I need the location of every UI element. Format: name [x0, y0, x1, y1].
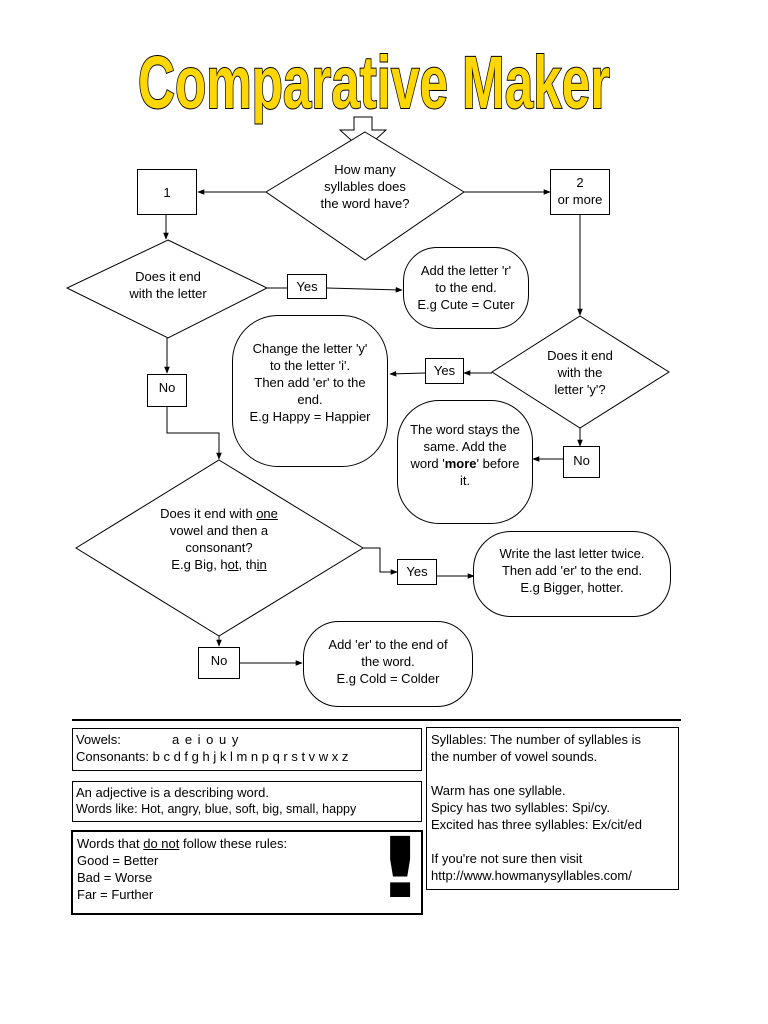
syllable-example: Spicy has two syllables: Spi/cy.	[431, 800, 610, 815]
vowels-consonants-box: Vowels:a e i o u y Consonants: b c d f g…	[72, 728, 422, 771]
question-example: E.g Big, hot, thin	[171, 557, 267, 572]
rule-line: Add the letter 'r'	[420, 263, 512, 278]
question-line: Does it end with one	[160, 506, 278, 521]
rule-line: end.	[297, 392, 323, 407]
exception-item: Good = Better	[77, 853, 159, 868]
answer-line: or more	[557, 192, 603, 207]
question-line: Does it end	[135, 269, 201, 284]
question-line: with the	[557, 365, 603, 380]
question-cvc: Does it end with one vowel and then a co…	[129, 505, 309, 573]
exceptions-box: Words that do not follow these rules: Go…	[71, 826, 426, 915]
answer-two-or-more: 2 or more	[550, 169, 610, 215]
answer-one-syllable: 1	[137, 169, 197, 215]
adjective-definition: An adjective is a describing word.	[76, 785, 269, 800]
page-title: Comparative Maker	[138, 41, 610, 124]
question-line: consonant?	[185, 540, 253, 555]
rule-line: E.g Bigger, hotter.	[520, 580, 624, 595]
question-line: with the letter	[129, 286, 207, 301]
no-label-letter: No	[147, 374, 187, 407]
syllables-definition: Syllables: The number of syllables is	[431, 732, 642, 747]
yes-label-change-y: Yes	[425, 358, 464, 384]
question-line: syllables does	[324, 179, 406, 194]
rule-use-more: The word stays the same. Add the word 'm…	[397, 400, 533, 524]
yes-label-add-r: Yes	[287, 274, 327, 299]
question-line: Does it end	[547, 348, 613, 363]
syllables-definition: the number of vowel sounds.	[431, 749, 598, 764]
rule-line: same. Add the	[423, 439, 507, 454]
rule-line: Then add 'er' to the	[254, 375, 366, 390]
adjective-examples: Words like: Hot, angry, blue, soft, big,…	[76, 802, 357, 816]
rule-line: Write the last letter twice.	[499, 546, 645, 561]
rule-line: Change the letter 'y'	[252, 341, 368, 356]
exception-item: Bad = Worse	[77, 870, 153, 885]
adjective-box: An adjective is a describing word. Words…	[72, 781, 422, 822]
syllables-box: Syllables: The number of syllables is th…	[426, 727, 679, 890]
rule-add-er: Add 'er' to the end of the word. E.g Col…	[303, 621, 473, 707]
rule-line: E.g Happy = Happier	[249, 409, 371, 424]
rule-change-y: Change the letter 'y' to the letter 'i'.…	[232, 315, 388, 467]
syllable-example: Excited has three syllables: Ex/cit/ed	[431, 817, 642, 832]
exception-item: Far = Further	[77, 887, 154, 902]
no-label-y: No	[563, 446, 600, 478]
rule-line: E.g Cold = Colder	[336, 671, 440, 686]
title-banner: Comparative Maker	[137, 40, 611, 125]
no-label-cvc: No	[198, 647, 240, 679]
diamond-syllables	[265, 131, 465, 261]
rule-line: E.g Cute = Cuter	[417, 297, 515, 312]
question-syllables: How many syllables does the word have?	[300, 161, 430, 212]
rule-line: it.	[459, 473, 471, 488]
answer-line: 2	[576, 175, 584, 190]
syllables-website-link[interactable]: http://www.howmanysyllables.com/	[431, 868, 632, 883]
question-line: How many	[334, 162, 396, 177]
diamond-end-letter	[65, 239, 269, 339]
visit-text: If you're not sure then visit	[431, 851, 583, 866]
rule-line: Add 'er' to the end of	[328, 637, 448, 652]
exceptions-heading: Words that do not follow these rules:	[77, 836, 288, 851]
rule-line: word 'more' before	[410, 456, 520, 471]
rule-double-letter: Write the last letter twice. Then add 'e…	[473, 531, 671, 617]
rule-line: The word stays the	[410, 422, 520, 437]
rule-line: Then add 'er' to the end.	[501, 563, 643, 578]
rule-line: the word.	[361, 654, 415, 669]
question-line: letter 'y'?	[554, 382, 606, 397]
question-line: the word have?	[320, 196, 410, 211]
rule-line: to the letter 'i'.	[269, 358, 351, 373]
yes-label-double: Yes	[397, 559, 437, 585]
question-end-y: Does it end with the letter 'y'?	[530, 347, 630, 398]
syllable-example: Warm has one syllable.	[431, 783, 566, 798]
vowels-row: Vowels:a e i o u y	[76, 732, 240, 747]
rule-line: to the end.	[435, 280, 497, 295]
question-end-letter: Does it end with the letter	[100, 268, 236, 302]
consonants-row: Consonants: b c d f g h j k l m n p q r …	[76, 749, 349, 764]
rule-add-r: Add the letter 'r' to the end. E.g Cute …	[403, 247, 529, 329]
question-line: vowel and then a	[169, 523, 269, 538]
exclamation-icon: !	[374, 819, 427, 917]
